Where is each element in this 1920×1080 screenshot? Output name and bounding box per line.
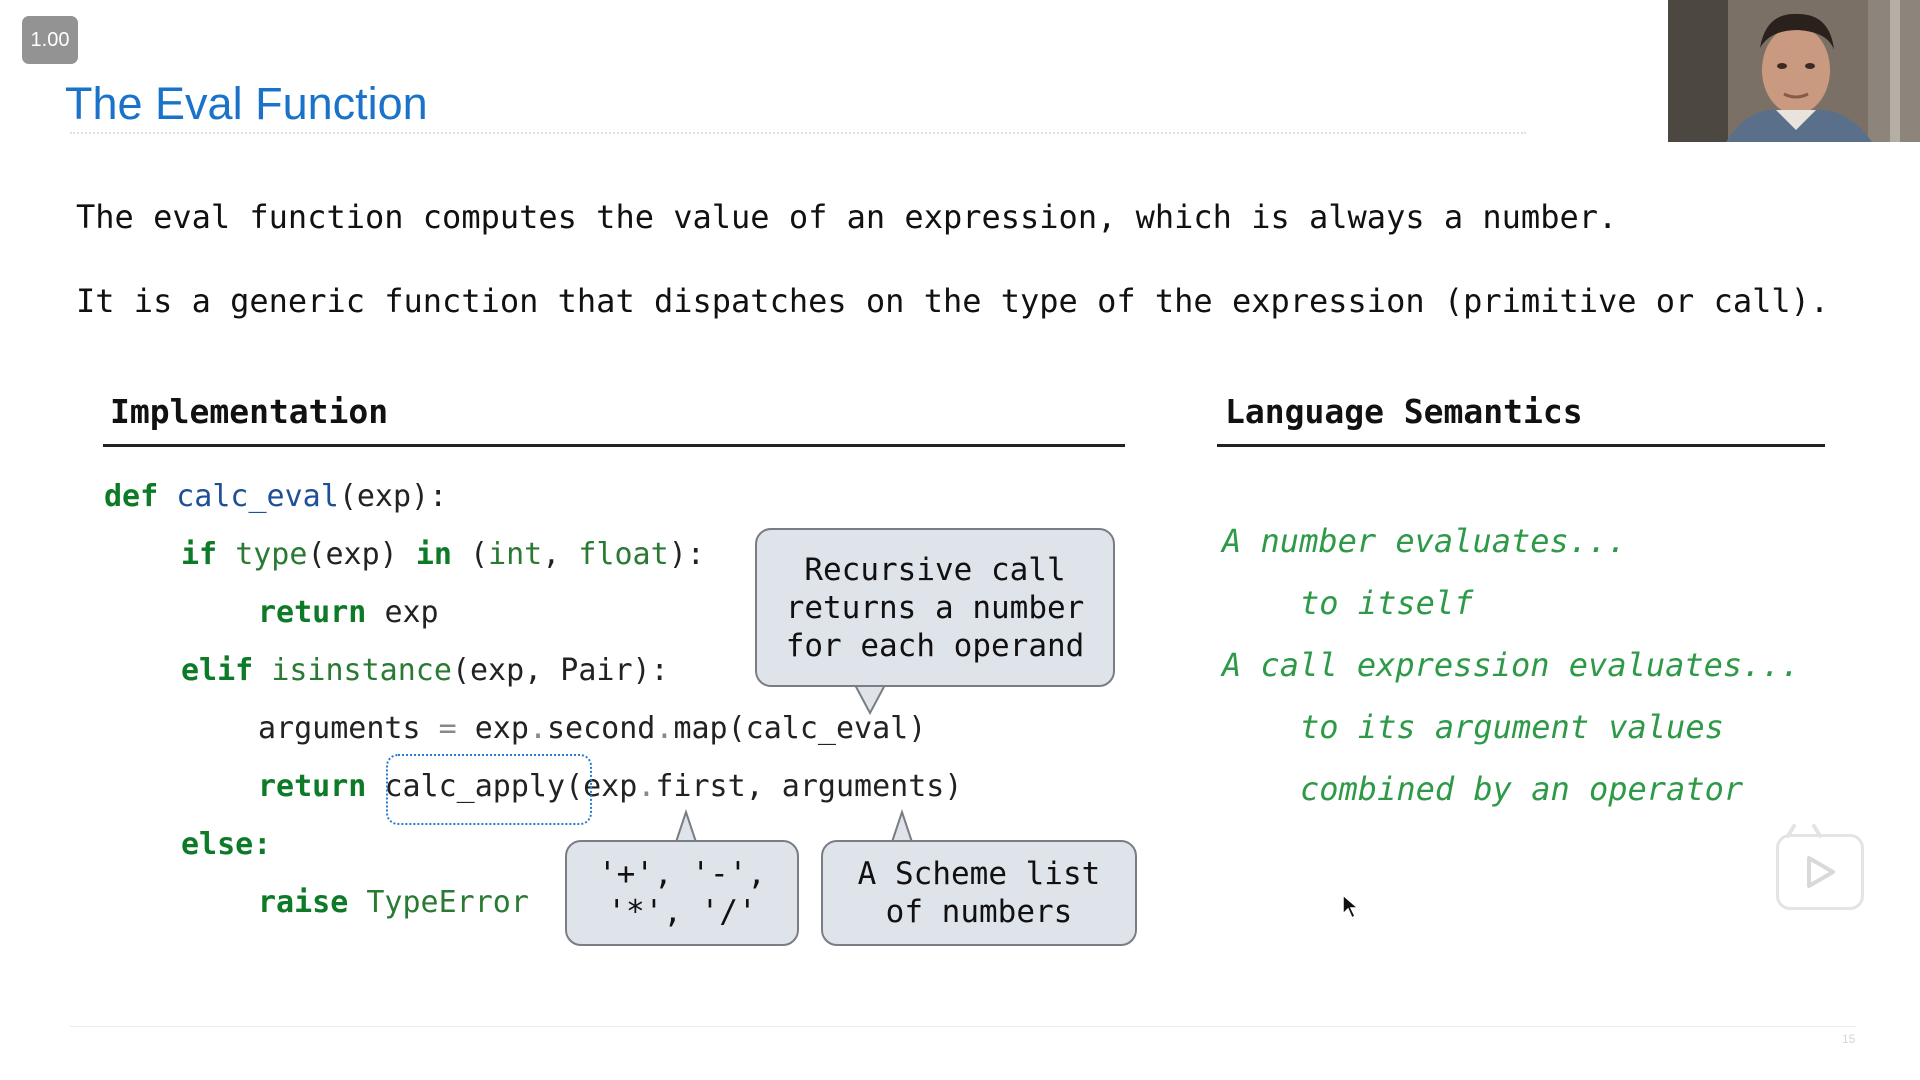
play-icon [1807, 856, 1835, 888]
assign-operator: = [438, 711, 457, 746]
code-line-return-apply: return calc_apply(exp.first, arguments) [258, 772, 962, 802]
implementation-rule [103, 444, 1125, 447]
isinstance-args: (exp, Pair): [451, 653, 669, 688]
recursive-call-callout: Recursive call returns a number for each… [755, 528, 1115, 687]
footer-divider [70, 1026, 1856, 1027]
calc-apply-highlight [386, 754, 592, 825]
page-number: 15 [1842, 1032, 1856, 1046]
calc-apply-name: calc_apply [384, 769, 566, 804]
intro-line-2: It is a generic function that dispatches… [76, 282, 1830, 320]
elif-keyword: elif [181, 653, 254, 688]
return-keyword: return [258, 769, 367, 804]
recursive-callout-pointer [852, 682, 888, 716]
typeerror-builtin: TypeError [366, 885, 529, 920]
map-call: map(calc_eval) [673, 711, 927, 746]
semantics-rule [1217, 444, 1825, 447]
semantics-line: to itself [1300, 584, 1474, 622]
semantics-line: A call expression evaluates... [1222, 646, 1800, 684]
operators-callout: '+', '-', '*', '/' [565, 840, 799, 946]
return-keyword: return [258, 595, 367, 630]
isinstance-builtin: isinstance [271, 653, 452, 688]
slide-title: The Eval Function [65, 78, 428, 129]
raise-keyword: raise [258, 885, 349, 920]
semantics-heading: Language Semantics [1225, 392, 1583, 431]
def-params: (exp): [338, 479, 448, 514]
implementation-heading: Implementation [110, 392, 389, 431]
int-builtin: int [488, 537, 543, 572]
dot-operator: . [637, 769, 656, 804]
presenter-webcam [1668, 0, 1920, 142]
in-keyword: in [415, 537, 452, 572]
code-line-def: def calc_eval(exp): [104, 482, 447, 512]
scheme-list-callout: A Scheme list of numbers [821, 840, 1137, 946]
apply-args: first, arguments) [655, 769, 963, 804]
semantics-line: to its argument values [1300, 708, 1724, 746]
tuple-open: ( [470, 537, 489, 572]
dot-operator: . [655, 711, 674, 746]
code-line-return-exp: return exp [258, 598, 439, 628]
tuple-close: ): [668, 537, 705, 572]
title-divider [70, 132, 1526, 134]
code-line-if: if type(exp) in (int, float): [181, 540, 705, 570]
tuple-comma: , [542, 537, 561, 572]
code-line-raise: raise TypeError [258, 888, 529, 918]
arguments-var: arguments [258, 711, 421, 746]
type-arg: (exp) [307, 537, 398, 572]
def-keyword: def [104, 479, 159, 514]
code-line-elif: elif isinstance(exp, Pair): [181, 656, 669, 686]
else-keyword: else: [181, 827, 272, 862]
code-line-arguments: arguments = exp.second.map(calc_eval) [258, 714, 926, 744]
scheme-list-callout-pointer [890, 808, 914, 843]
intro-line-1: The eval function computes the value of … [76, 198, 1618, 236]
play-button-ears-icon [1786, 824, 1822, 838]
type-builtin: type [235, 537, 308, 572]
playback-speed-badge[interactable]: 1.00 [22, 16, 78, 64]
mouse-pointer-icon [1342, 894, 1360, 920]
semantics-line: A number evaluates... [1222, 522, 1627, 560]
dot-operator: . [528, 711, 547, 746]
code-line-else: else: [181, 830, 271, 860]
float-builtin: float [578, 537, 669, 572]
return-value: exp [384, 595, 439, 630]
semantics-line: combined by an operator [1300, 770, 1744, 808]
second-attr: second [547, 711, 656, 746]
exp-ref: exp [474, 711, 529, 746]
operators-callout-pointer [674, 808, 698, 843]
play-button[interactable] [1776, 834, 1864, 910]
calc-eval-name: calc_eval [176, 479, 339, 514]
presenter-video-frame [1668, 0, 1920, 142]
if-keyword: if [181, 537, 218, 572]
apply-exp: (exp [565, 769, 638, 804]
